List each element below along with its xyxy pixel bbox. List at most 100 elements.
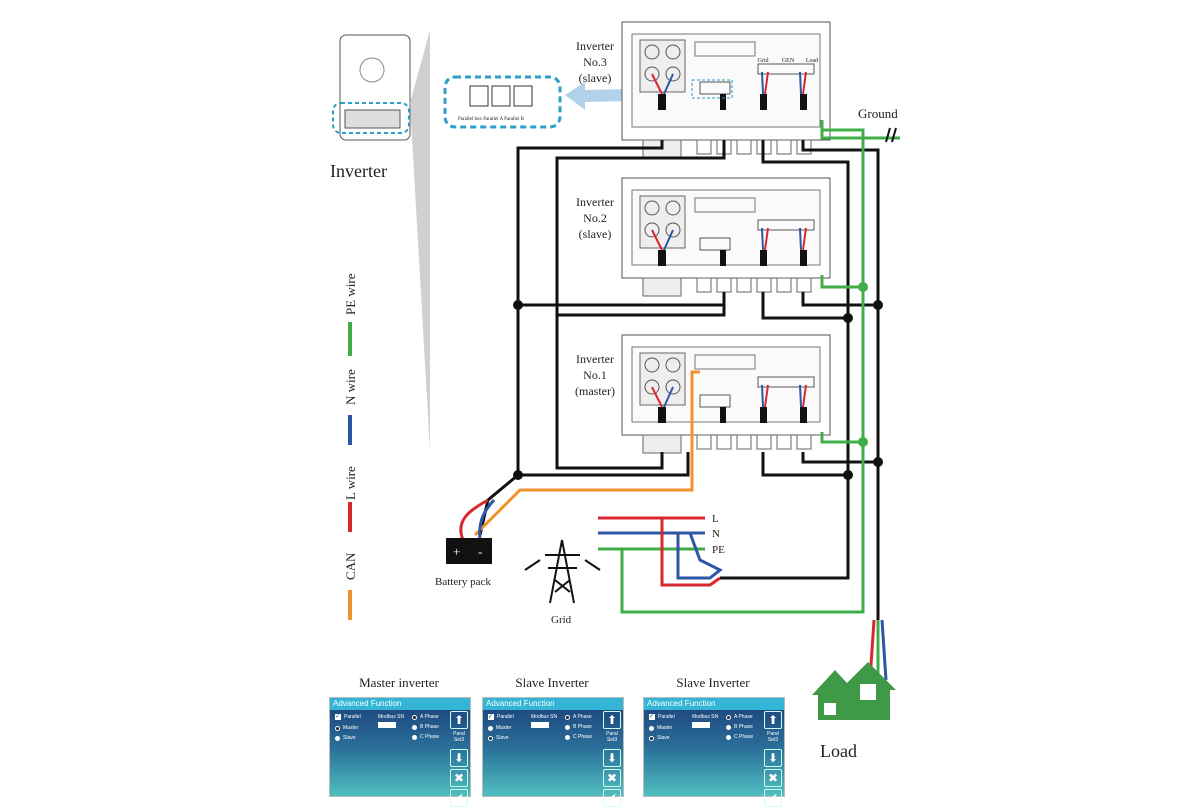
confirm-button[interactable]: ✔ bbox=[450, 789, 468, 807]
inverter-label: No.3 bbox=[583, 55, 607, 69]
inverter-label: No.2 bbox=[583, 211, 607, 225]
grid-lines bbox=[598, 516, 723, 587]
phase-radio[interactable]: A Phase bbox=[565, 714, 592, 720]
inverter-label: Inverter bbox=[576, 39, 614, 53]
ports-label: Parallel box Parallel A Parallel B bbox=[458, 117, 525, 122]
grid-l-label: L bbox=[712, 513, 719, 525]
phase-radio[interactable]: B Phase bbox=[726, 724, 753, 730]
screen-header: Advanced Function bbox=[330, 698, 470, 710]
panel-title: Master inverter bbox=[359, 675, 439, 690]
up-arrow-button[interactable]: ⬆ bbox=[764, 711, 782, 729]
inverter-label: (slave) bbox=[579, 71, 612, 85]
confirm-button[interactable]: ✔ bbox=[764, 789, 782, 807]
down-arrow-button[interactable]: ⬇ bbox=[603, 749, 621, 767]
parallel-checkbox[interactable]: ✓Parallel bbox=[649, 714, 675, 720]
radio-icon bbox=[335, 725, 340, 731]
slave-radio[interactable]: Slave bbox=[488, 735, 509, 741]
cancel-button[interactable]: ✖ bbox=[764, 769, 782, 787]
slave-radio[interactable]: Slave bbox=[335, 735, 356, 741]
screen-header: Advanced Function bbox=[483, 698, 623, 710]
house-icon bbox=[812, 662, 896, 720]
phase-radio[interactable]: C Phase bbox=[412, 734, 439, 740]
transmission-tower-icon bbox=[524, 539, 601, 604]
inverter-label: Inverter bbox=[576, 352, 614, 366]
radio-icon bbox=[726, 714, 731, 720]
terminal-label-grid: Grid bbox=[758, 58, 769, 64]
phase-label: B Phase bbox=[420, 724, 439, 730]
advanced-function-screen: Advanced Function ✓Parallel Master Slave… bbox=[482, 697, 624, 807]
legend-pe-label: PE wire bbox=[343, 273, 358, 315]
battery-plus: + bbox=[453, 544, 460, 559]
phase-label: C Phase bbox=[573, 734, 593, 740]
parallel-checkbox[interactable]: ✓Parallel bbox=[488, 714, 514, 720]
radio-icon bbox=[412, 714, 417, 720]
wire-legend: PE wire N wire L wire CAN bbox=[343, 273, 358, 620]
modbus-sn-input[interactable] bbox=[531, 722, 549, 728]
can-wire bbox=[473, 370, 700, 537]
phase-radio[interactable]: B Phase bbox=[412, 724, 439, 730]
modbus-label: Modbus SN bbox=[378, 714, 405, 720]
side-label: Paral Set3 bbox=[453, 731, 465, 743]
legend-n-label: N wire bbox=[343, 369, 358, 405]
legend-l-label: L wire bbox=[343, 466, 358, 500]
master-radio[interactable]: Master bbox=[488, 725, 511, 731]
phase-label: A Phase bbox=[734, 714, 753, 720]
side-controls: ⬆ Paral Set3 ⬇ ✖ ✔ bbox=[450, 711, 468, 809]
inverter-label: (slave) bbox=[579, 227, 612, 241]
check-icon: ✓ bbox=[649, 714, 655, 720]
parallel-label: Parallel bbox=[497, 714, 514, 720]
slave-radio[interactable]: Slave bbox=[649, 735, 670, 741]
phase-radio[interactable]: B Phase bbox=[565, 724, 592, 730]
confirm-button[interactable]: ✔ bbox=[603, 789, 621, 807]
radio-icon bbox=[488, 725, 493, 731]
grid-n-label: N bbox=[712, 528, 720, 540]
radio-icon bbox=[649, 735, 654, 741]
phase-radio[interactable]: A Phase bbox=[412, 714, 439, 720]
master-label: Master bbox=[343, 725, 359, 731]
cancel-button[interactable]: ✖ bbox=[603, 769, 621, 787]
grid-label: Grid bbox=[551, 614, 572, 626]
side-label: Paral Set3 bbox=[767, 731, 779, 743]
down-arrow-button[interactable]: ⬇ bbox=[450, 749, 468, 767]
phase-radio[interactable]: C Phase bbox=[565, 734, 592, 740]
inverter-unit bbox=[621, 334, 831, 454]
master-radio[interactable]: Master bbox=[649, 725, 672, 731]
master-label: Master bbox=[496, 725, 512, 731]
check-icon: ✓ bbox=[335, 714, 341, 720]
modbus-sn-input[interactable] bbox=[692, 722, 710, 728]
up-arrow-button[interactable]: ⬆ bbox=[603, 711, 621, 729]
up-arrow-button[interactable]: ⬆ bbox=[450, 711, 468, 729]
modbus-sn-input[interactable] bbox=[378, 722, 396, 728]
modbus-label: Modbus SN bbox=[531, 714, 558, 720]
ground-label: Ground bbox=[858, 106, 898, 121]
grid-pe-label: PE bbox=[712, 544, 725, 556]
screen-header: Advanced Function bbox=[644, 698, 784, 710]
side-controls: ⬆ Paral Set3 ⬇ ✖ ✔ bbox=[603, 711, 621, 809]
parallel-checkbox[interactable]: ✓Parallel bbox=[335, 714, 361, 720]
radio-icon bbox=[565, 724, 570, 730]
phase-label: C Phase bbox=[734, 734, 754, 740]
load-label: Load bbox=[820, 741, 857, 761]
terminal-label-gen: GEN bbox=[782, 58, 795, 64]
phase-label: B Phase bbox=[734, 724, 753, 730]
phase-radio[interactable]: A Phase bbox=[726, 714, 753, 720]
slave-label: Slave bbox=[343, 735, 356, 741]
check-icon: ✓ bbox=[488, 714, 494, 720]
panel-title: Slave Inverter bbox=[676, 675, 750, 690]
battery-pack: + - Battery pack bbox=[435, 498, 496, 588]
down-arrow-button[interactable]: ⬇ bbox=[764, 749, 782, 767]
cancel-button[interactable]: ✖ bbox=[450, 769, 468, 787]
battery-minus: - bbox=[478, 544, 482, 559]
panel-title: Slave Inverter bbox=[515, 675, 589, 690]
radio-icon bbox=[565, 714, 570, 720]
legend-can-label: CAN bbox=[343, 552, 358, 580]
inverter-label: Inverter bbox=[576, 195, 614, 209]
master-radio[interactable]: Master bbox=[335, 725, 358, 731]
inverter-label: (master) bbox=[575, 384, 615, 398]
phase-radio[interactable]: C Phase bbox=[726, 734, 753, 740]
junction-dots bbox=[513, 300, 883, 480]
radio-icon bbox=[488, 735, 493, 741]
slave-label: Slave bbox=[657, 735, 670, 741]
inverter-label: No.1 bbox=[583, 368, 607, 382]
